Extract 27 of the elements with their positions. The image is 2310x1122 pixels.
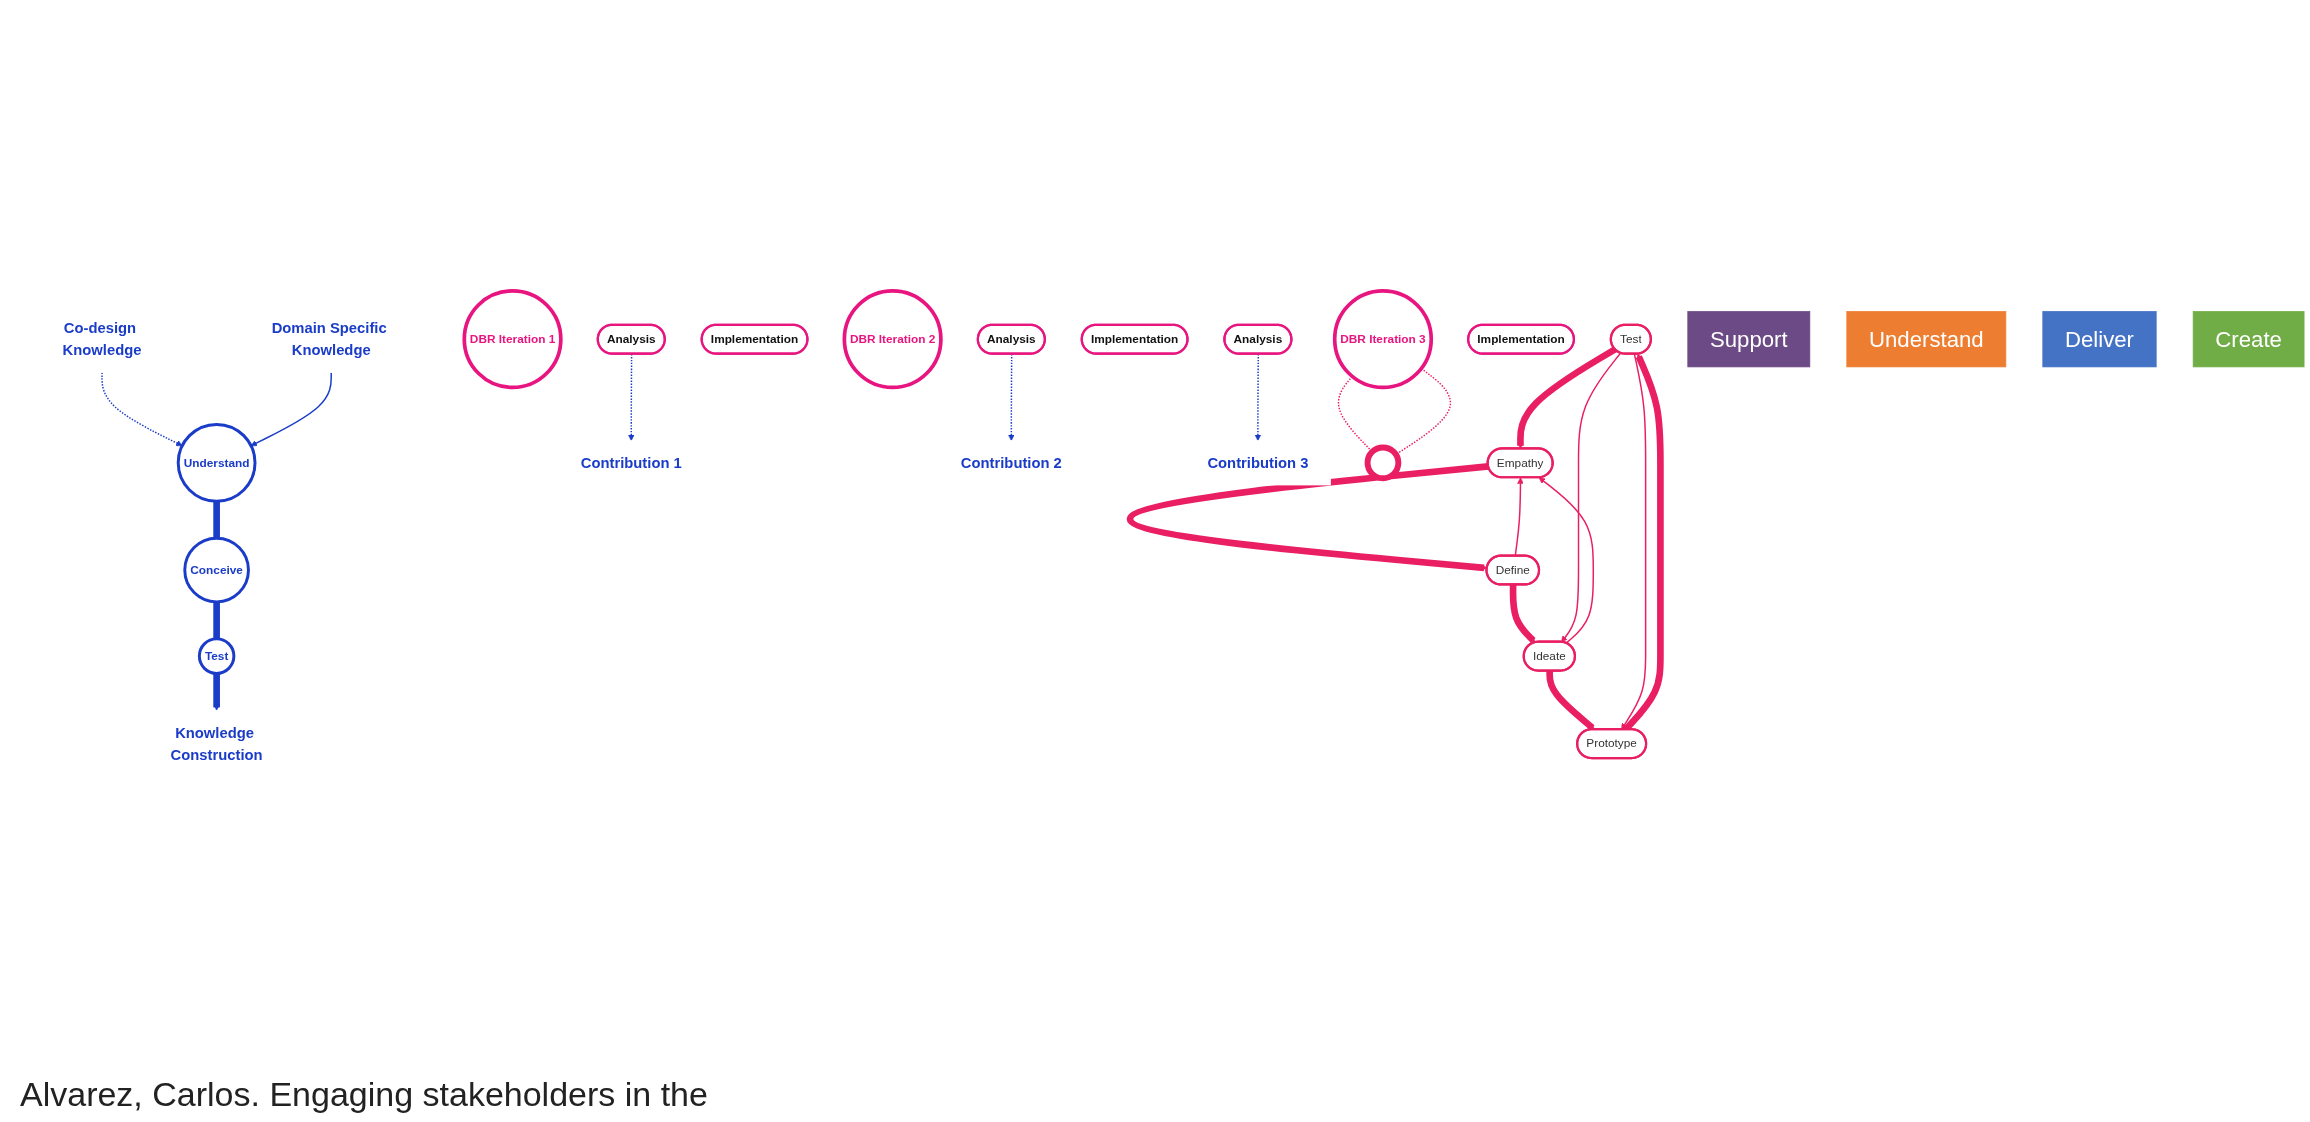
node-box: Understand xyxy=(1846,310,2007,367)
arrow xyxy=(1126,462,1489,571)
arrow xyxy=(1538,476,1595,644)
node-text: Contribution 1 xyxy=(580,454,682,471)
node-text: Domain Specific Knowledge xyxy=(271,319,387,358)
arrow xyxy=(213,672,220,711)
node-box: Support xyxy=(1687,310,1811,367)
connector xyxy=(213,500,220,539)
node-circle: DBR Iteration 1 xyxy=(462,288,563,389)
arrow xyxy=(1546,670,1595,730)
node-text: Co-design Knowledge xyxy=(62,319,142,358)
connector xyxy=(213,601,220,639)
caption: Alvarez, Carlos. Engaging stakeholders in the xyxy=(19,1074,709,1115)
node-box: Create xyxy=(2192,310,2305,367)
node-circle: DBR Iteration 2 xyxy=(842,288,943,389)
node-circle: Conceive xyxy=(183,536,250,603)
node-text: Knowledge Construction xyxy=(170,724,263,763)
node-box: Deliver xyxy=(2042,310,2157,367)
node-circle: DBR Iteration 3 xyxy=(1332,288,1434,389)
node-text: Contribution 2 xyxy=(960,454,1062,471)
node-circle xyxy=(1364,444,1402,481)
node-circle: Understand xyxy=(176,422,257,503)
arrow xyxy=(1517,346,1617,449)
arrow xyxy=(250,371,332,446)
arrow xyxy=(1561,351,1622,642)
arrow xyxy=(1509,584,1536,643)
node-circle: Test xyxy=(197,636,236,675)
